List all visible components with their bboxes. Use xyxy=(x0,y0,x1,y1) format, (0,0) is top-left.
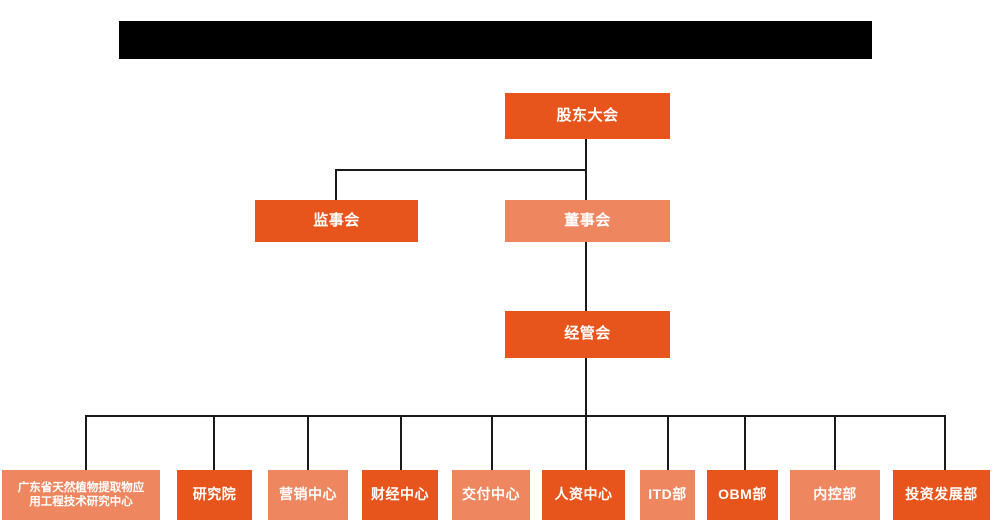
connector-drop-dept-6 xyxy=(585,415,587,470)
node-department-label-line2: 用工程技术研究中心 xyxy=(29,496,133,508)
connector-to-supervisors xyxy=(335,169,337,200)
connector-management-to-bus xyxy=(585,358,587,416)
connector-directors-to-management xyxy=(585,241,587,311)
node-department-label: 内控部 xyxy=(813,486,857,503)
connector-drop-dept-5 xyxy=(491,415,493,470)
node-department-label: 交付中心 xyxy=(462,486,520,503)
connector-to-directors xyxy=(585,169,587,200)
connector-drop-dept-4 xyxy=(400,415,402,470)
node-board-of-directors[interactable]: 董事会 xyxy=(505,200,670,242)
connector-drop-dept-7 xyxy=(667,415,669,470)
node-department-investment-development[interactable]: 投资发展部 xyxy=(893,470,990,520)
node-department-label: 人资中心 xyxy=(554,486,613,503)
node-department-finance-center[interactable]: 财经中心 xyxy=(362,470,438,520)
node-board-of-supervisors[interactable]: 监事会 xyxy=(255,200,418,242)
node-department-label: 财经中心 xyxy=(371,486,429,503)
node-department-research-center-guangdong[interactable]: 广东省天然植物提取物应 用工程技术研究中心 xyxy=(2,470,160,520)
connector-shareholders-to-junction xyxy=(585,139,587,170)
connector-drop-dept-8 xyxy=(744,415,746,470)
node-department-label: 投资发展部 xyxy=(905,486,978,503)
node-department-label: ITD部 xyxy=(648,486,687,503)
connector-department-bus xyxy=(85,415,946,417)
node-department-label: OBM部 xyxy=(718,486,767,503)
node-department-marketing-center[interactable]: 营销中心 xyxy=(268,470,348,520)
connector-drop-dept-2 xyxy=(213,415,215,470)
node-board-of-supervisors-label: 监事会 xyxy=(313,211,360,229)
node-management-committee-label: 经管会 xyxy=(564,325,611,343)
connector-drop-dept-9 xyxy=(834,415,836,470)
node-department-obm[interactable]: OBM部 xyxy=(707,470,778,520)
node-board-of-directors-label: 董事会 xyxy=(564,211,611,229)
node-department-delivery-center[interactable]: 交付中心 xyxy=(452,470,530,520)
connector-drop-dept-1 xyxy=(85,415,87,470)
node-department-internal-control[interactable]: 内控部 xyxy=(790,470,880,520)
node-department-research-institute[interactable]: 研究院 xyxy=(177,470,252,520)
node-shareholders-meeting-label: 股东大会 xyxy=(556,106,619,124)
node-shareholders-meeting[interactable]: 股东大会 xyxy=(505,93,670,139)
node-management-committee[interactable]: 经管会 xyxy=(505,311,670,358)
title-banner xyxy=(119,21,872,59)
connector-drop-dept-10 xyxy=(944,415,946,470)
node-department-itd[interactable]: ITD部 xyxy=(640,470,695,520)
node-department-label: 研究院 xyxy=(192,486,237,503)
node-department-label: 营销中心 xyxy=(279,486,337,503)
node-department-hr-center[interactable]: 人资中心 xyxy=(542,470,625,520)
connector-level2-horizontal xyxy=(335,169,587,171)
node-department-label-line1: 广东省天然植物提取物应 xyxy=(17,481,145,494)
connector-drop-dept-3 xyxy=(307,415,309,470)
